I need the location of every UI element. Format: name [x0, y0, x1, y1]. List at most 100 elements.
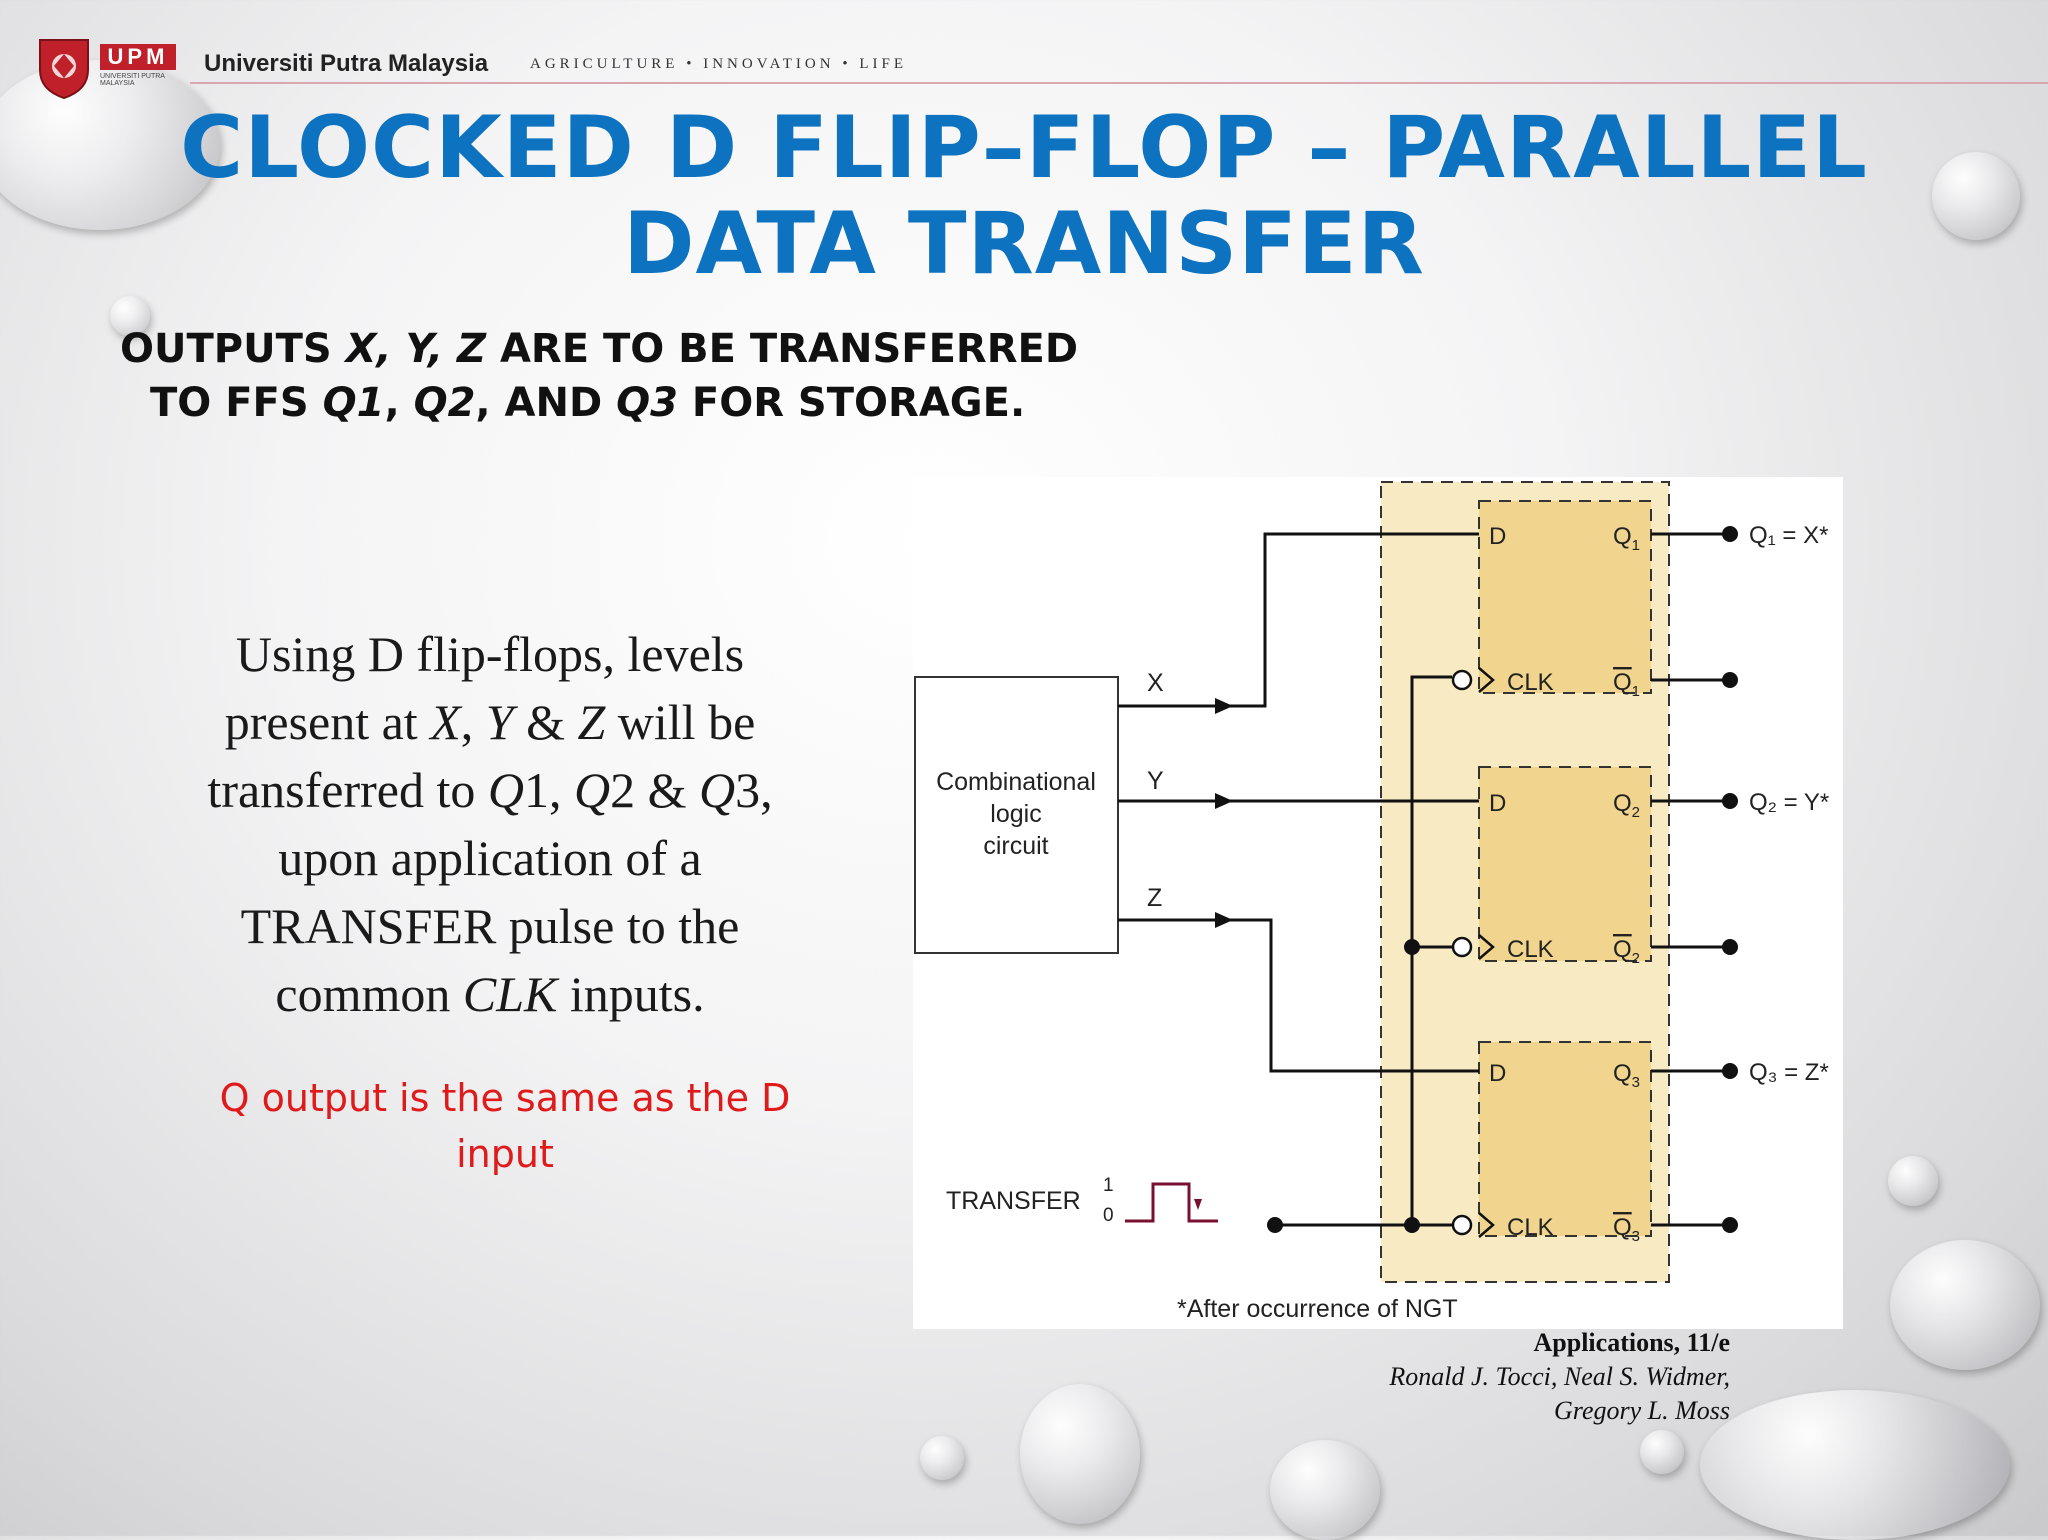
explanation-fragment: inputs.	[557, 966, 705, 1022]
subtitle-text: , AND	[475, 380, 617, 426]
upm-logo: UPM	[100, 44, 176, 70]
subtitle-q1: Q1	[322, 380, 385, 426]
upm-crest-icon	[39, 39, 89, 100]
ff2-d-label: D	[1489, 790, 1506, 817]
junction-dots	[1267, 526, 1738, 1233]
pulse-high-label: 1	[1103, 1175, 1114, 1196]
circuit-svg: Combinational logic circuit X Y Z	[914, 481, 1829, 1323]
ff2-box	[1478, 766, 1652, 962]
explanation-var: CLK	[462, 966, 558, 1022]
explanation-line: transferred to Q1, Q2 & Q3,	[130, 756, 850, 824]
subtitle-text: ,	[384, 380, 414, 426]
red-note: Q output is the same as the D input	[210, 1070, 800, 1182]
subtitle-vars: X, Y, Z	[345, 326, 487, 372]
explanation-fragment: ,	[460, 694, 486, 750]
diagram-footnote: *After occurrence of NGT	[1177, 1295, 1458, 1323]
ff1-clk-label: CLK	[1507, 669, 1554, 696]
citation-authors: Gregory L. Moss	[1554, 1396, 1730, 1425]
decorative-bubble	[1932, 152, 2020, 240]
ff2-qbar-label: Q2	[1613, 936, 1640, 967]
explanation-line: common CLK inputs.	[130, 960, 850, 1028]
subtitle-text: TO FFS	[150, 380, 323, 426]
explanation-var: Q	[573, 762, 611, 818]
subtitle-q2: Q2	[413, 380, 476, 426]
input-label-y: Y	[1147, 767, 1164, 795]
ff1-box	[1478, 500, 1652, 694]
ff1-qbar-label: Q1	[1613, 669, 1640, 700]
citation-edition: Applications, 11/e	[1533, 1328, 1730, 1357]
explanation-var: Y	[485, 694, 514, 750]
ff3-box	[1478, 1041, 1652, 1237]
explanation-text: Using D flip-flops, levels present at X,…	[130, 620, 850, 1028]
decorative-bubble	[1640, 1430, 1684, 1474]
decorative-bubble	[1890, 1240, 2040, 1370]
decorative-bubble	[920, 1436, 964, 1480]
explanation-fragment: 2 &	[610, 762, 699, 818]
output-label-q2: Q₂ = Y*	[1749, 789, 1829, 816]
slide-title-line1: CLOCKED D FLIP–FLOP – PARALLEL	[180, 98, 1868, 198]
decorative-bubble	[0, 60, 220, 230]
slide-title: CLOCKED D FLIP–FLOP – PARALLEL DATA TRAN…	[0, 100, 2048, 292]
transfer-label: TRANSFER	[946, 1187, 1081, 1215]
explanation-var: Q	[487, 762, 524, 818]
ff2-q-label: Q2	[1613, 790, 1640, 821]
ff3-d-label: D	[1489, 1060, 1506, 1087]
explanation-line: Using D flip-flops, levels	[235, 626, 745, 682]
citation-authors: Ronald J. Tocci, Neal S. Widmer,	[1389, 1362, 1730, 1391]
slide-subtitle: OUTPUTS X, Y, Z ARE TO BE TRANSFERRED TO…	[120, 322, 1120, 430]
input-label-z: Z	[1147, 884, 1162, 912]
ff3-qbar-label: Q3	[1613, 1214, 1640, 1245]
transfer-pulse-icon	[1125, 1182, 1218, 1223]
explanation-var: Z	[577, 694, 606, 750]
explanation-fragment: transferred to	[207, 762, 488, 818]
ff1-q-label: Q1	[1613, 523, 1640, 554]
combinational-label-3: circuit	[983, 832, 1048, 860]
explanation-fragment: 1,	[523, 762, 574, 818]
university-tagline: AGRICULTURE • INNOVATION • LIFE	[530, 56, 908, 72]
input-label-x: X	[1147, 669, 1164, 697]
subtitle-q3: Q3	[616, 380, 678, 426]
flip-flop-diagram: Combinational logic circuit X Y Z	[913, 477, 1843, 1329]
combinational-label-1: Combinational	[936, 768, 1096, 796]
ff3-clk-label: CLK	[1507, 1214, 1554, 1241]
explanation-line: present at X, Y & Z will be	[130, 688, 850, 756]
decorative-bubble	[1888, 1156, 1938, 1206]
subtitle-text: FOR STORAGE.	[677, 380, 1026, 426]
pulse-low-label: 0	[1103, 1205, 1114, 1226]
ff3-q-label: Q3	[1613, 1060, 1640, 1091]
explanation-fragment: present at	[224, 694, 431, 750]
red-note-line: input	[456, 1132, 554, 1176]
upm-logo-text: UPM	[100, 44, 176, 70]
citation: Applications, 11/e Ronald J. Tocci, Neal…	[1230, 1326, 1730, 1428]
explanation-line: TRANSFER pulse to the	[240, 898, 740, 954]
decorative-bubble	[1700, 1390, 2010, 1540]
combinational-block	[914, 676, 1119, 954]
ngt-arrow-icon	[1194, 1199, 1202, 1210]
explanation-fragment: &	[513, 694, 578, 750]
decorative-bubble	[110, 296, 150, 336]
upm-logo-subtext: UNIVERSITI PUTRA MALAYSIA	[100, 73, 165, 87]
slide-title-line2: DATA TRANSFER	[623, 194, 1425, 294]
explanation-fragment: 3,	[735, 762, 773, 818]
decorative-bubble	[1020, 1384, 1140, 1524]
red-note-line: Q output is the same as the D	[219, 1076, 791, 1120]
explanation-fragment: will be	[605, 694, 756, 750]
explanation-line: upon application of a	[278, 830, 702, 886]
clock-inputs	[1451, 667, 1495, 1238]
university-name: Universiti Putra Malaysia	[204, 50, 489, 77]
wires	[1118, 532, 1728, 1227]
header-divider	[190, 82, 2048, 84]
output-label-q3: Q₃ = Z*	[1749, 1059, 1829, 1086]
decorative-bubble	[1270, 1440, 1380, 1540]
ff2-clk-label: CLK	[1507, 936, 1554, 963]
subtitle-text: ARE TO BE TRANSFERRED	[486, 326, 1079, 372]
explanation-var: Q	[698, 762, 736, 818]
explanation-var: X	[430, 694, 461, 750]
ff-labels: D D D CLK CLK CLK Q1 Q2 Q3 Q1 Q2 Q3	[1489, 523, 1640, 1245]
qbar-overlines	[1613, 667, 1631, 1214]
ff1-d-label: D	[1489, 523, 1506, 550]
output-label-q1: Q₁ = X*	[1749, 522, 1828, 549]
subtitle-text: OUTPUTS	[120, 326, 346, 372]
arrows	[1215, 698, 1233, 928]
combinational-label-2: logic	[990, 800, 1041, 828]
